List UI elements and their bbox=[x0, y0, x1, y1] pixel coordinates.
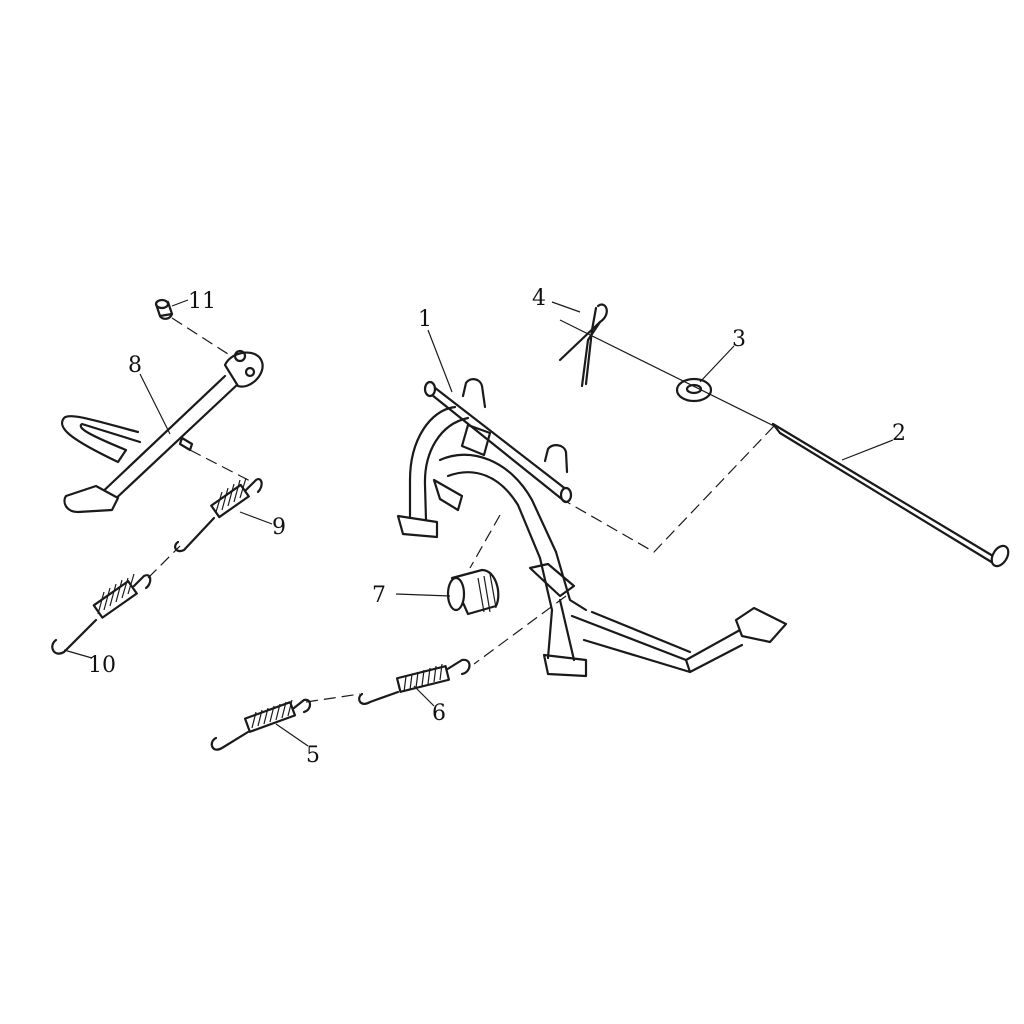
part-2-pivot-shaft bbox=[771, 422, 1010, 568]
callout-8: 8 bbox=[128, 353, 142, 378]
callout-11: 11 bbox=[188, 289, 216, 314]
callout-6: 6 bbox=[432, 701, 446, 726]
part-6-spring bbox=[358, 658, 471, 705]
callout-4: 4 bbox=[532, 286, 546, 311]
part-4-cotter-pin bbox=[558, 303, 608, 388]
callout-labels: 1 2 3 4 5 6 7 8 9 10 11 bbox=[88, 286, 906, 768]
callout-3: 3 bbox=[732, 327, 746, 352]
callout-10: 10 bbox=[88, 653, 116, 678]
part-5-spring bbox=[210, 698, 312, 751]
axis-line-pin-washer-shaft bbox=[559, 319, 775, 427]
leader-lines bbox=[63, 299, 894, 747]
callout-2: 2 bbox=[892, 421, 906, 446]
part-8-side-stand bbox=[61, 349, 264, 514]
callout-7: 7 bbox=[372, 583, 386, 608]
part-7-stopper bbox=[446, 568, 500, 616]
part-9-spring bbox=[174, 477, 263, 553]
callout-9: 9 bbox=[272, 515, 286, 540]
callout-5: 5 bbox=[306, 743, 320, 768]
part-11-bolt bbox=[154, 298, 174, 320]
part-3-washer bbox=[675, 377, 713, 403]
assembly-lines bbox=[147, 317, 775, 703]
part-10-spring bbox=[51, 573, 152, 655]
part-1-main-stand bbox=[396, 378, 788, 678]
callout-1: 1 bbox=[418, 307, 432, 332]
